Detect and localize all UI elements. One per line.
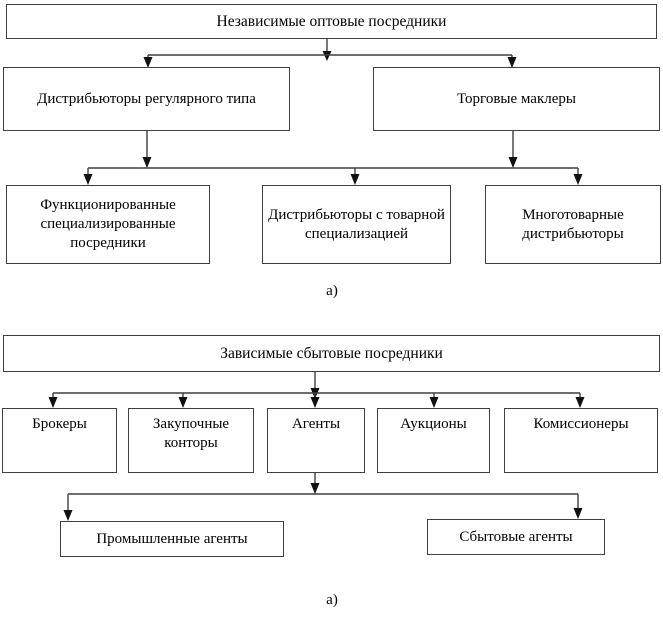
arrowhead-a-stem-dist (142, 157, 152, 168)
node-b-sales-agents[interactable]: Сбытовые агенты (427, 519, 605, 555)
arrowhead-b-3 (310, 397, 320, 408)
node-a-multiproduct-distributors[interactable]: Многотоварные дистрибьюторы (485, 185, 661, 264)
node-b-commission-agents-label: Комиссионеры (533, 416, 629, 432)
node-b-root-label: Зависимые сбытовые посредники (220, 344, 443, 362)
node-a-multiproduct-distributors-label: Многотоварные дистрибьюторы (522, 206, 624, 242)
arrowhead-a-b3 (573, 174, 583, 185)
arrowhead-b-stem-agent (310, 483, 320, 494)
node-b-brokers[interactable]: Брокеры (2, 408, 117, 473)
node-b-industrial-agents[interactable]: Промышленные агенты (60, 521, 284, 557)
node-b-auctions[interactable]: Аукционы (377, 408, 490, 473)
node-b-sales-agents-label: Сбытовые агенты (459, 528, 573, 545)
node-b-purchasing-offices[interactable]: Закупочные конторы (128, 408, 254, 473)
arrowhead-b-l2 (573, 508, 583, 519)
arrowhead-b-4 (429, 397, 439, 408)
arrowhead-a-stem-makler (508, 157, 518, 168)
arrowhead-b-root (310, 388, 320, 399)
node-a-functional-specialized[interactable]: Функционированные специализированные пос… (6, 185, 210, 264)
caption-diagram-a: а) (326, 283, 338, 299)
node-a-distributors-regular[interactable]: Дистрибьюторы регулярного типа (3, 67, 290, 131)
node-b-purchasing-offices-label: Закупочные конторы (152, 416, 230, 451)
node-b-brokers-label: Брокеры (32, 416, 87, 432)
node-b-auctions-label: Аукционы (400, 416, 467, 432)
arrowhead-b-1 (48, 397, 58, 408)
arrowhead-a-root (322, 51, 332, 61)
node-b-root[interactable]: Зависимые сбытовые посредники (3, 335, 660, 372)
node-a-trade-brokers[interactable]: Торговые маклеры (373, 67, 660, 131)
node-a-distributors-regular-label: Дистрибьюторы регулярного типа (37, 90, 256, 107)
arrowhead-a-b2 (350, 174, 360, 185)
node-a-product-specialized-label: Дистрибьюторы с товарной специализацией (268, 206, 445, 242)
arrowhead-b-5 (575, 397, 585, 408)
node-a-root[interactable]: Независимые оптовые посредники (6, 4, 657, 39)
node-b-agents-label: Агенты (291, 416, 341, 432)
node-b-agents[interactable]: Агенты (267, 408, 365, 473)
node-a-trade-brokers-label: Торговые маклеры (457, 90, 576, 107)
node-a-root-label: Независимые оптовые посредники (216, 12, 447, 30)
arrowhead-b-2 (178, 397, 188, 408)
node-a-product-specialized[interactable]: Дистрибьюторы с товарной специализацией (262, 185, 451, 264)
node-b-industrial-agents-label: Промышленные агенты (96, 530, 248, 547)
arrowhead-b-l1 (63, 510, 73, 521)
caption-diagram-b: а) (326, 592, 338, 608)
node-b-commission-agents[interactable]: Комиссионеры (504, 408, 658, 473)
arrowhead-a-b1 (83, 174, 93, 185)
node-a-functional-specialized-label: Функционированные специализированные пос… (40, 197, 176, 251)
